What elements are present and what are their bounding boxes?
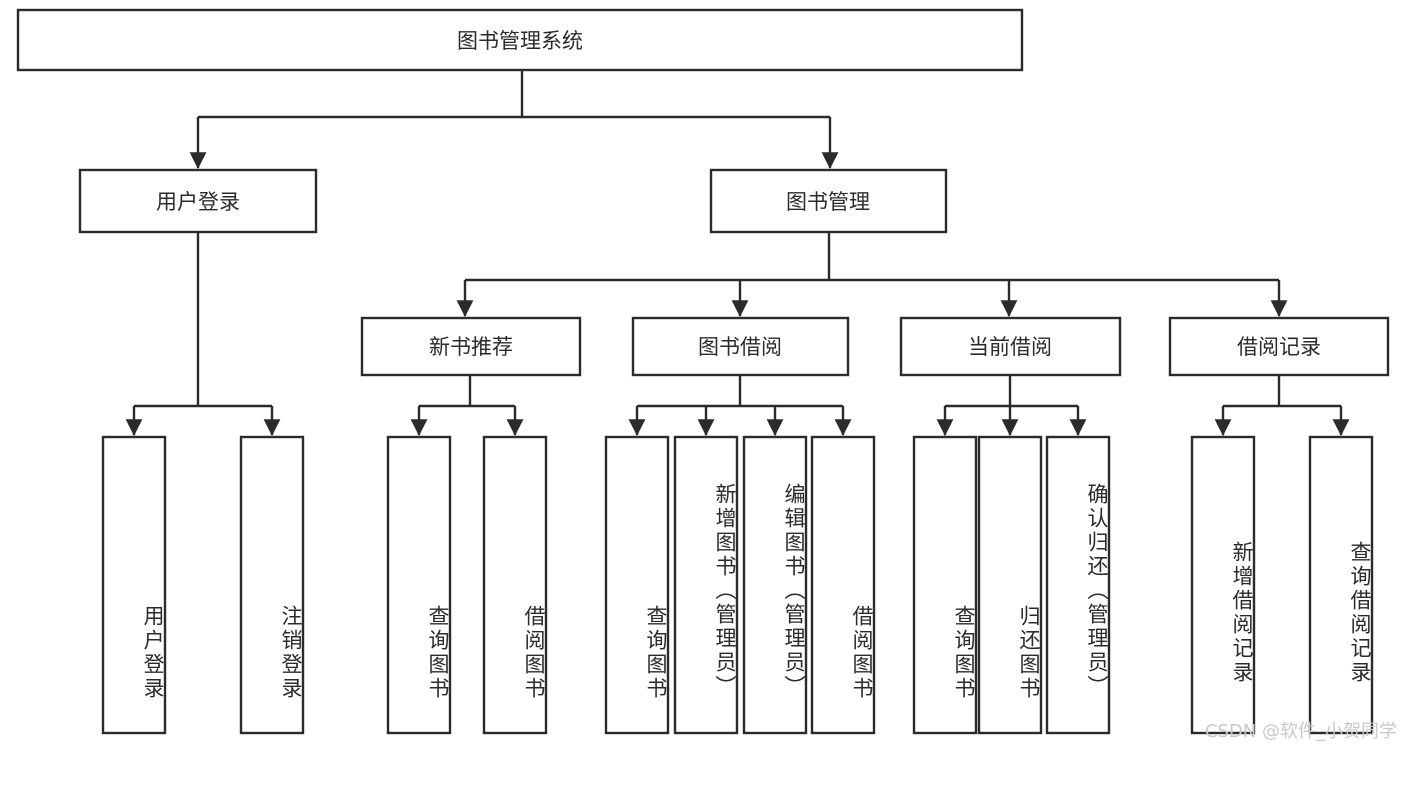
- node-current-borrow[interactable]: 当前借阅: [899, 316, 1122, 377]
- node-user-login-label: 用户登录: [156, 190, 240, 214]
- node-new-book-recommend-label: 新书推荐: [429, 335, 513, 359]
- node-new-book-recommend[interactable]: 新书推荐: [360, 316, 582, 377]
- leaf-box-query-book-rec[interactable]: [386, 435, 452, 735]
- leaf-box-add-book-admin[interactable]: [673, 435, 739, 735]
- leaf-box-query-borrow-rec[interactable]: [1308, 435, 1374, 735]
- connector-currentborrow-to-leaves: [936, 375, 1087, 437]
- leaf-box-return-book[interactable]: [977, 435, 1043, 735]
- connector-userlogin-to-leaves: [125, 232, 281, 437]
- node-book-borrow-label: 图书借阅: [698, 335, 782, 359]
- hierarchy-diagram-svg: 图书管理系统 用户登录 图书管理 新书推荐 图书借阅 当前借阅 借阅记录: [16, 8, 1390, 735]
- connector-bookborrow-to-leaves: [628, 375, 852, 437]
- connector-root-to-level2: [189, 70, 839, 170]
- node-root-system[interactable]: 图书管理系统: [16, 8, 1024, 72]
- node-book-management-label: 图书管理: [786, 190, 870, 214]
- leaf-box-borrow-book-bb[interactable]: [810, 435, 876, 735]
- connector-booksmgmt-to-level3: [456, 232, 1288, 318]
- connector-borrowrecord-to-leaves: [1214, 375, 1350, 437]
- connector-newbook-to-leaves: [410, 375, 524, 437]
- node-book-management[interactable]: 图书管理: [709, 168, 948, 234]
- leaf-box-edit-book-admin[interactable]: [742, 435, 808, 735]
- leaf-box-query-book-bb[interactable]: [604, 435, 670, 735]
- leaf-box-borrow-book-rec[interactable]: [482, 435, 548, 735]
- node-book-borrow[interactable]: 图书借阅: [631, 316, 850, 377]
- leaf-box-confirm-return[interactable]: [1045, 435, 1111, 735]
- leaf-box-add-borrow-record[interactable]: [1190, 435, 1256, 735]
- leaf-box-query-book-cb[interactable]: [912, 435, 978, 735]
- node-current-borrow-label: 当前借阅: [968, 335, 1052, 359]
- leaf-boxes: [101, 435, 1374, 735]
- node-user-login[interactable]: 用户登录: [78, 168, 318, 234]
- diagram-canvas: 图书管理系统 用户登录 图书管理 新书推荐 图书借阅 当前借阅 借阅记录: [16, 8, 1397, 742]
- node-borrow-record[interactable]: 借阅记录: [1168, 316, 1390, 377]
- leaf-box-user-login[interactable]: [101, 435, 167, 735]
- leaf-box-logout-login[interactable]: [239, 435, 305, 735]
- node-root-system-label: 图书管理系统: [457, 29, 583, 53]
- node-borrow-record-label: 借阅记录: [1237, 335, 1321, 359]
